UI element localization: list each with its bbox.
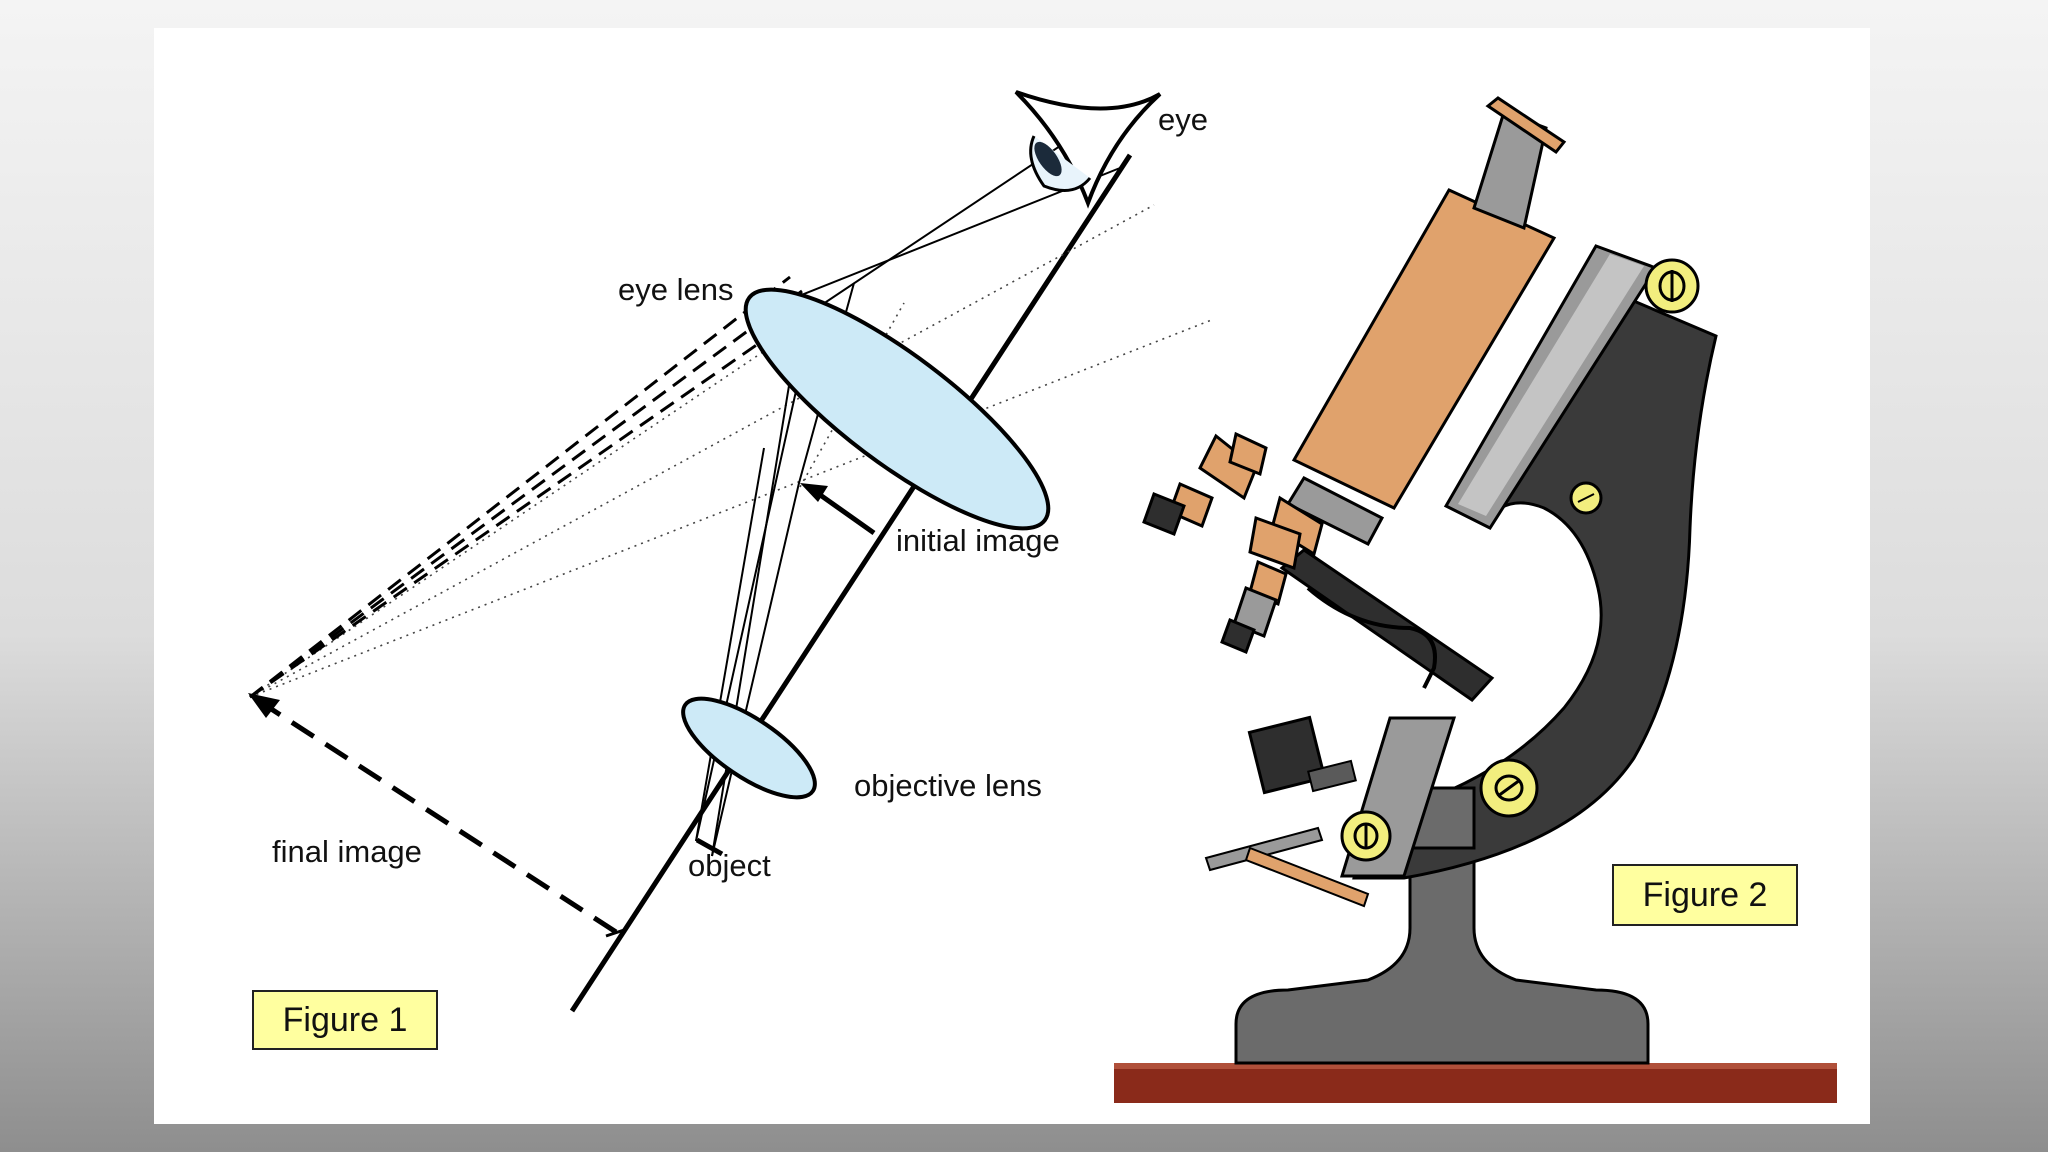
screw-icon [1644, 258, 1700, 314]
eyepiece-cap [1485, 96, 1567, 155]
object-arrow [695, 837, 724, 857]
initial-image-arrowhead [800, 483, 828, 502]
virtual-rays [249, 275, 815, 699]
eye-icon [1014, 90, 1162, 209]
final-image-arrowhead [248, 693, 280, 718]
label-eye: eye [1158, 102, 1208, 137]
objectives [1142, 431, 1324, 654]
nosepiece-sleeve [1285, 476, 1385, 546]
screw-icon [1569, 481, 1603, 515]
figure-1-caption: Figure 1 [252, 990, 438, 1050]
final-image-tick [605, 928, 625, 938]
figure-2-microscope [1114, 96, 1837, 1103]
label-initial-image: initial image [896, 523, 1060, 558]
initial-image-arrow [814, 489, 876, 536]
screw-icon [1340, 810, 1392, 862]
figure-1-optics-diagram [248, 90, 1215, 1013]
table [1114, 1063, 1837, 1103]
screw-icon [1479, 758, 1539, 818]
label-eye-lens: eye lens [618, 272, 734, 307]
optical-axis [569, 153, 1133, 1013]
label-final-image: final image [272, 834, 422, 869]
slide: eye eye lens initial image objective len… [154, 28, 1870, 1124]
figure-2-caption: Figure 2 [1612, 864, 1798, 926]
stage-clip [1306, 586, 1437, 689]
condenser [1247, 715, 1327, 795]
eye-lens [743, 287, 1051, 531]
objective-lens [681, 696, 817, 800]
label-object: object [688, 848, 771, 883]
mirror-handle [1204, 826, 1324, 872]
final-image-arrow [260, 700, 618, 935]
mirror-bracket [1244, 846, 1370, 908]
label-objective-lens: objective lens [854, 768, 1042, 803]
